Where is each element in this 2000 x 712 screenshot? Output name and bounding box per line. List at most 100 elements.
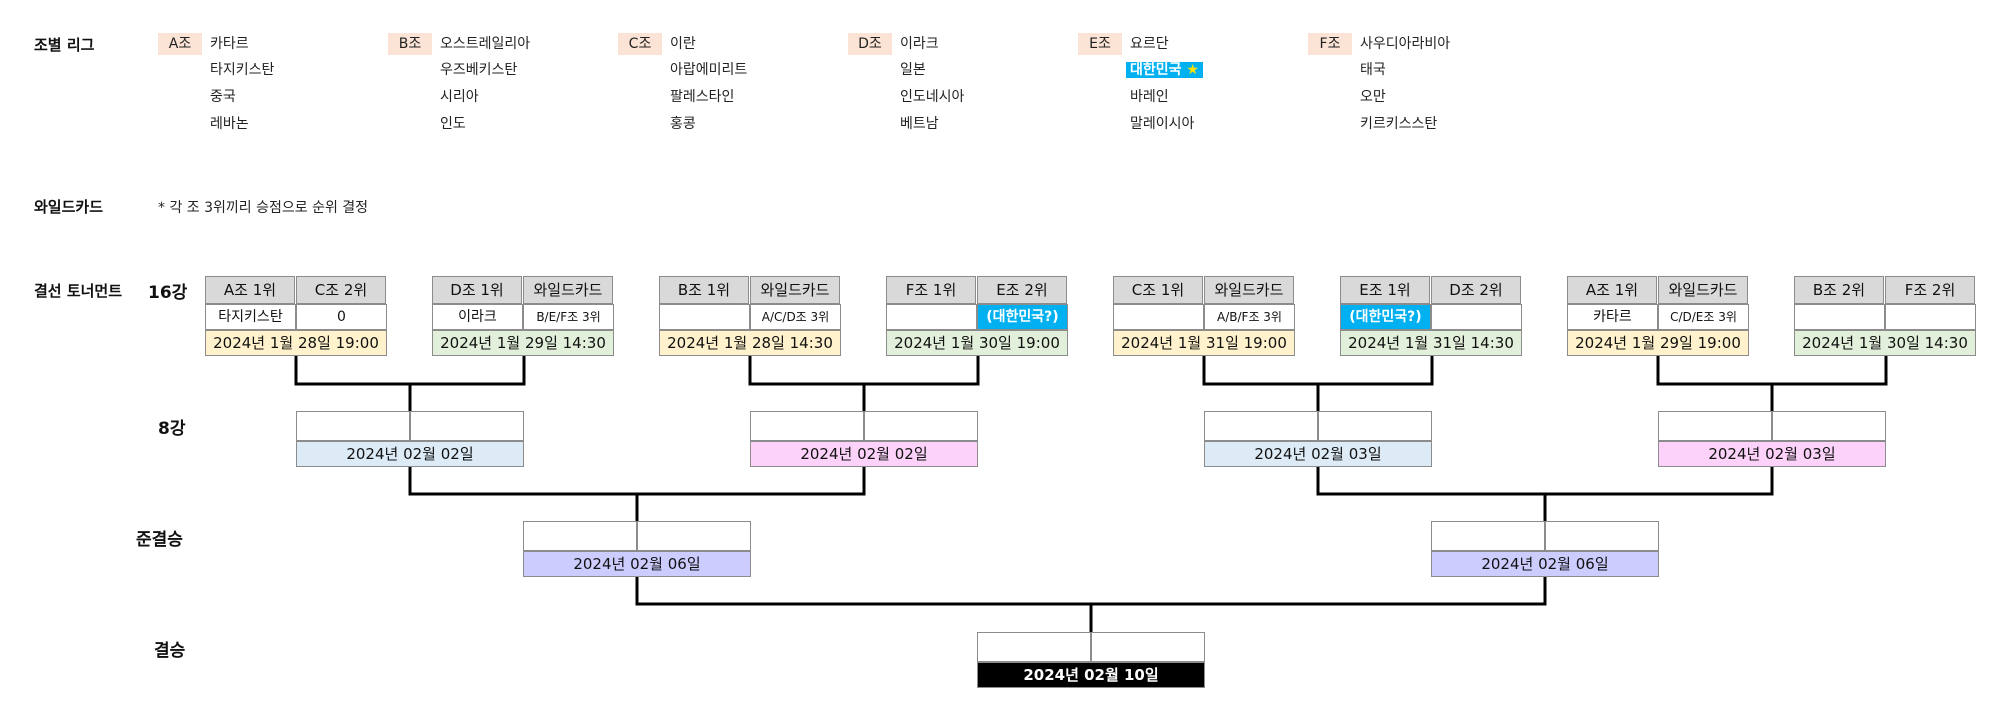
r16-3-home-slot: B조 1위: [659, 276, 749, 304]
qf-1-away-team: [410, 411, 524, 441]
group-a-team-4: 레바논: [210, 116, 249, 132]
r16-2-away-team: B/E/F조 3위: [523, 304, 614, 330]
qf-3-date: 2024년 02월 03일: [1204, 441, 1432, 467]
sf-1-home-team: [523, 521, 637, 551]
group-d-tag: D조: [848, 33, 892, 55]
qf-4-home-team: [1658, 411, 1772, 441]
round-of-16-label: 16강: [148, 283, 188, 303]
r16-4-home-team: [886, 304, 977, 330]
r16-4-away-slot: E조 2위: [977, 276, 1067, 304]
group-c-tag: C조: [618, 33, 662, 55]
r16-4-away-team-korea: (대한민국?): [977, 304, 1068, 330]
qf-1-date: 2024년 02월 02일: [296, 441, 524, 467]
r16-3-home-team: [659, 304, 750, 330]
r16-1-home-slot: A조 1위: [205, 276, 295, 304]
qf-4-date: 2024년 02월 03일: [1658, 441, 1886, 467]
sf-2-home-team: [1431, 521, 1545, 551]
r16-8-home-slot: B조 2위: [1794, 276, 1884, 304]
r16-match-1: A조 1위 C조 2위 타지키스탄 0 2024년 1월 28일 19:00: [205, 276, 387, 356]
group-e-tag: E조: [1078, 33, 1122, 55]
qf-4-away-team: [1772, 411, 1886, 441]
group-b-tag: B조: [388, 33, 432, 55]
r16-3-date: 2024년 1월 28일 14:30: [659, 330, 841, 356]
r16-6-home-team-korea: (대한민국?): [1340, 304, 1431, 330]
r16-5-home-team: [1113, 304, 1204, 330]
r16-4-date: 2024년 1월 30일 19:00: [886, 330, 1068, 356]
group-f-tag: F조: [1308, 33, 1352, 55]
group-d-team-4: 베트남: [900, 116, 939, 132]
wildcard-note: * 각 조 3위끼리 승점으로 순위 결정: [158, 200, 369, 216]
r16-6-away-slot: D조 2위: [1431, 276, 1521, 304]
group-e-team-korea: 대한민국 ★: [1126, 59, 1203, 81]
r16-1-away-slot: C조 2위: [296, 276, 386, 304]
group-c-team-1: 이란: [670, 36, 696, 52]
r16-match-2: D조 1위 와일드카드 이라크 B/E/F조 3위 2024년 1월 29일 1…: [432, 276, 614, 356]
r16-5-away-team: A/B/F조 3위: [1204, 304, 1295, 330]
r16-match-7: A조 1위 와일드카드 카타르 C/D/E조 3위 2024년 1월 29일 1…: [1567, 276, 1749, 356]
final-home-team: [977, 632, 1091, 662]
r16-match-5: C조 1위 와일드카드 A/B/F조 3위 2024년 1월 31일 19:00: [1113, 276, 1295, 356]
group-a-team-2: 타지키스탄: [210, 62, 275, 78]
r16-8-away-team: [1885, 304, 1976, 330]
r16-7-home-slot: A조 1위: [1567, 276, 1657, 304]
group-b-team-4: 인도: [440, 116, 466, 132]
sf-1-date: 2024년 02월 06일: [523, 551, 751, 577]
group-f-team-2: 태국: [1360, 62, 1386, 78]
qf-3-away-team: [1318, 411, 1432, 441]
r16-8-away-slot: F조 2위: [1885, 276, 1975, 304]
qf-3-home-team: [1204, 411, 1318, 441]
r16-2-home-slot: D조 1위: [432, 276, 522, 304]
knockout-label: 결선 토너먼트: [34, 282, 123, 300]
group-f-team-1: 사우디아라비아: [1360, 36, 1451, 52]
r16-7-away-slot: 와일드카드: [1658, 276, 1748, 304]
korea-name: 대한민국: [1130, 62, 1182, 78]
sf-2-away-team: [1545, 521, 1659, 551]
group-f-team-3: 오만: [1360, 89, 1386, 105]
group-e-team-4: 말레이시아: [1130, 116, 1195, 132]
r16-3-away-team: A/C/D조 3위: [750, 304, 841, 330]
group-d-team-1: 이라크: [900, 36, 939, 52]
group-c-team-3: 팔레스타인: [670, 89, 735, 105]
group-league-label: 조별 리그: [34, 36, 95, 54]
r16-5-away-slot: 와일드카드: [1204, 276, 1294, 304]
qf-1-home-team: [296, 411, 410, 441]
group-e-team-3: 바레인: [1130, 89, 1169, 105]
r16-match-4: F조 1위 E조 2위 (대한민국?) 2024년 1월 30일 19:00: [886, 276, 1068, 356]
final-away-team: [1091, 632, 1205, 662]
r16-2-date: 2024년 1월 29일 14:30: [432, 330, 614, 356]
group-a-tag: A조: [158, 33, 202, 55]
qf-2-date: 2024년 02월 02일: [750, 441, 978, 467]
group-e-team-1: 요르단: [1130, 36, 1169, 52]
r16-5-home-slot: C조 1위: [1113, 276, 1203, 304]
r16-match-6: E조 1위 D조 2위 (대한민국?) 2024년 1월 31일 14:30: [1340, 276, 1522, 356]
r16-match-8: B조 2위 F조 2위 2024년 1월 30일 14:30: [1794, 276, 1976, 356]
r16-match-3: B조 1위 와일드카드 A/C/D조 3위 2024년 1월 28일 14:30: [659, 276, 841, 356]
r16-2-home-team: 이라크: [432, 304, 523, 330]
r16-5-date: 2024년 1월 31일 19:00: [1113, 330, 1295, 356]
group-d-team-3: 인도네시아: [900, 89, 965, 105]
star-icon: ★: [1186, 62, 1199, 78]
r16-1-date: 2024년 1월 28일 19:00: [205, 330, 387, 356]
semifinal-label: 준결승: [136, 530, 183, 550]
group-a-team-1: 카타르: [210, 36, 249, 52]
r16-7-home-team: 카타르: [1567, 304, 1658, 330]
group-b-team-1: 오스트레일리아: [440, 36, 531, 52]
r16-6-away-team: [1431, 304, 1522, 330]
wildcard-label: 와일드카드: [34, 198, 104, 216]
sf-1-away-team: [637, 521, 751, 551]
r16-4-home-slot: F조 1위: [886, 276, 976, 304]
qf-2-home-team: [750, 411, 864, 441]
group-a-team-3: 중국: [210, 89, 236, 105]
group-f-team-4: 키르키스스탄: [1360, 116, 1438, 132]
group-c-team-2: 아랍에미리트: [670, 62, 748, 78]
final-label: 결승: [154, 641, 186, 661]
r16-1-home-team: 타지키스탄: [205, 304, 296, 330]
r16-6-date: 2024년 1월 31일 14:30: [1340, 330, 1522, 356]
group-c-team-4: 홍콩: [670, 116, 696, 132]
group-b-team-2: 우즈베키스탄: [440, 62, 518, 78]
r16-8-home-team: [1794, 304, 1885, 330]
qf-2-away-team: [864, 411, 978, 441]
r16-6-home-slot: E조 1위: [1340, 276, 1430, 304]
sf-2-date: 2024년 02월 06일: [1431, 551, 1659, 577]
r16-7-date: 2024년 1월 29일 19:00: [1567, 330, 1749, 356]
